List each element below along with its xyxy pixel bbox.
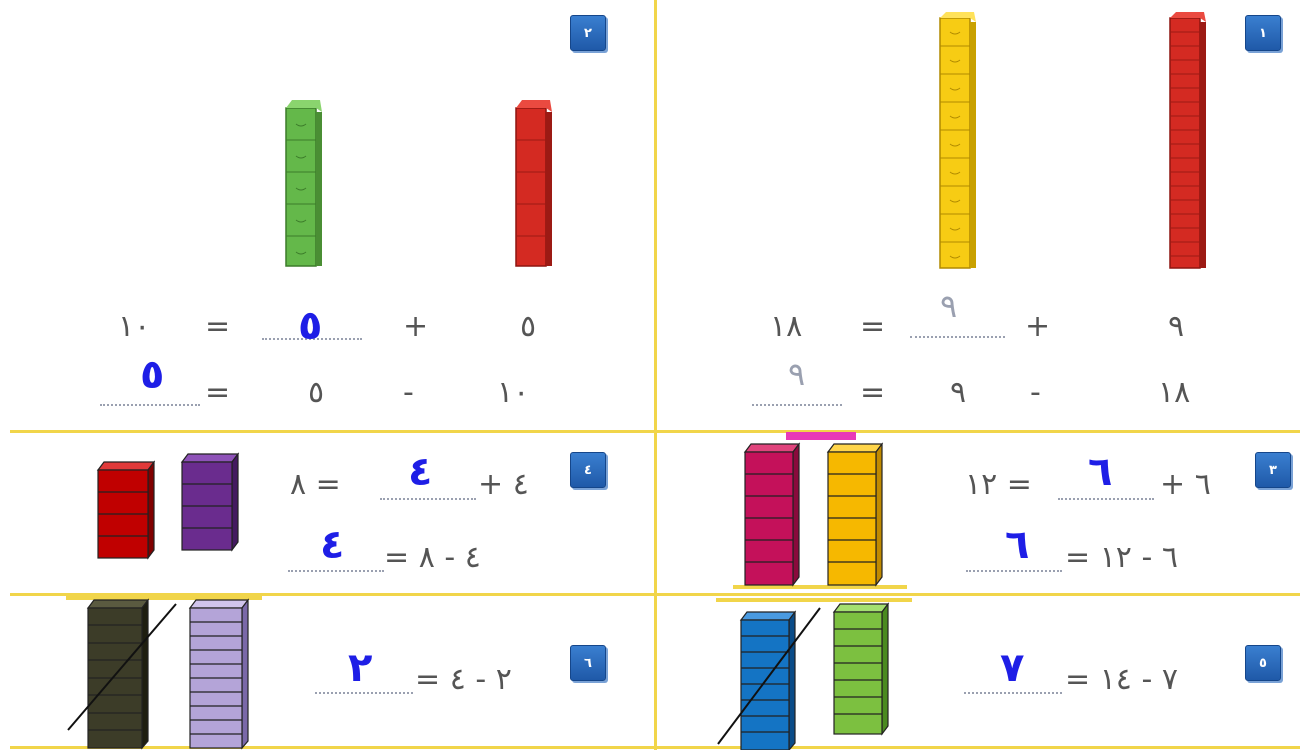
p4-l2-answer: ٤ (320, 525, 344, 565)
problem-6-badge: ٦ (570, 645, 606, 681)
problem-5-badge: ٥ (1245, 645, 1281, 681)
p4-l1-answer: ٤ (408, 452, 432, 492)
p1-l1-eq: = (860, 312, 885, 342)
p2-l1-eq: = (205, 312, 230, 342)
p5-answer: ٧ (1000, 648, 1024, 688)
p6-blank[interactable] (315, 692, 413, 694)
p3-l1-text: ١٢ = (965, 470, 1032, 500)
p1-l2-trace: ٩ (788, 358, 805, 390)
p2-l2-a: ١٠ (497, 378, 529, 408)
row-divider-1 (10, 430, 1300, 433)
p2-l2-eq: = (205, 378, 230, 408)
p4-l2-text: = ٤ - ٨ (384, 543, 481, 573)
p4-l1-blank[interactable] (380, 498, 476, 500)
p2-l1-op: + (403, 312, 428, 342)
p1-l1-blank[interactable] (910, 336, 1005, 338)
p1-l2-b: ٩ (950, 378, 966, 408)
p2-green-tower (284, 98, 324, 270)
p4-l1-text: ٨ = (290, 470, 341, 500)
p5-text: = ٧ - ١٤ (1065, 665, 1178, 695)
problem-1-badge: ١ (1245, 15, 1281, 51)
p2-l1-answer: ٥ (298, 306, 322, 346)
p1-l2-op: - (1030, 378, 1041, 408)
p3-l1-blank[interactable] (1058, 498, 1154, 500)
p1-l2-a: ١٨ (1158, 378, 1190, 408)
p1-l2-eq: = (860, 378, 885, 408)
p3-l2-answer: ٦ (1005, 525, 1029, 565)
p2-l2-blank[interactable] (100, 404, 200, 406)
problem-4-badge: ٤ (570, 452, 606, 488)
problem-2-badge: ٢ (570, 15, 606, 51)
p3-l1-answer: ٦ (1088, 452, 1112, 492)
p1-l1-op: + (1025, 312, 1050, 342)
p1-red-tower (1168, 10, 1208, 270)
p1-l1-a: ٩ (1168, 312, 1184, 342)
p4-l2-blank[interactable] (288, 570, 384, 572)
p2-l2-op: - (403, 378, 414, 408)
p1-l2-blank[interactable] (752, 404, 842, 406)
p6-answer: ٢ (348, 648, 372, 688)
p2-l1-a: ٥ (520, 312, 536, 342)
p1-l1-sum: ١٨ (770, 312, 802, 342)
p4-l1-tail: + ٤ (478, 470, 529, 500)
p5-blank[interactable] (964, 692, 1062, 694)
p3-l1-tail: + ٦ (1160, 470, 1211, 500)
p3-cube-stacks (733, 432, 909, 592)
p2-l2-b: ٥ (308, 378, 324, 408)
p2-l2-answer: ٥ (140, 355, 164, 395)
p6-cube-stacks (66, 596, 266, 750)
p2-red-tower (514, 98, 554, 270)
p4-cube-stacks (90, 450, 250, 570)
center-divider (654, 0, 657, 750)
p2-l1-sum: ١٠ (118, 312, 150, 342)
p5-cube-stacks (716, 598, 912, 750)
p3-l2-blank[interactable] (966, 570, 1062, 572)
problem-3-badge: ٣ (1255, 452, 1291, 488)
p6-text: = ٢ - ٤ (415, 665, 512, 695)
p3-l2-text: = ٦ - ١٢ (1065, 543, 1178, 573)
p1-yellow-tower (938, 10, 978, 270)
p1-l1-trace: ٩ (940, 290, 957, 322)
